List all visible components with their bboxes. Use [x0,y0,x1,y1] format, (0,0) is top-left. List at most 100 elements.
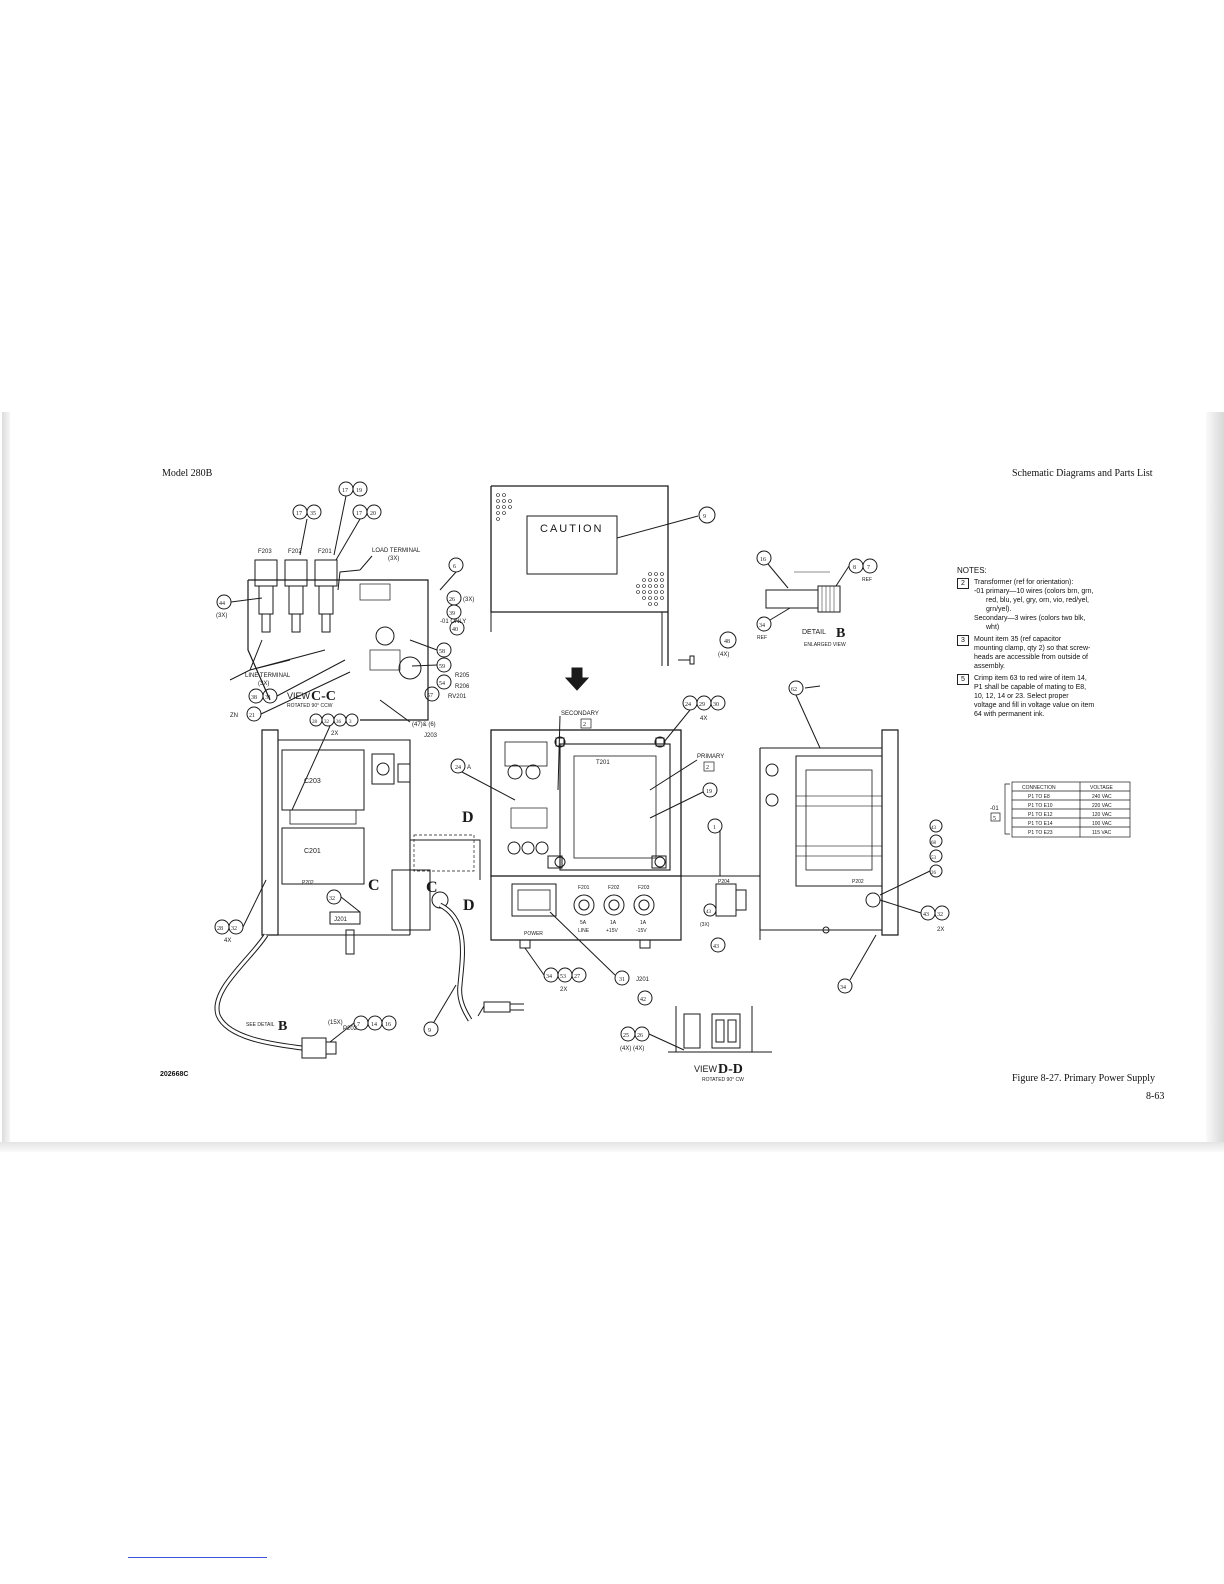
view-dd: 25 26 (4X) (4X) VIEW D-D ROTATED 90° CW [620,1006,772,1083]
note-line: 10, 12, 14 or 23. Select proper [974,693,1069,700]
svg-text:F201: F201 [578,885,590,891]
svg-text:19: 19 [706,789,712,795]
svg-text:32: 32 [231,926,237,932]
svg-text:B: B [836,626,845,641]
svg-text:C-C: C-C [311,689,336,704]
svg-text:14: 14 [371,1022,377,1028]
table-cell: P1 TO E23 [1028,830,1053,836]
svg-text:28: 28 [312,720,318,725]
svg-text:(4X): (4X) [718,652,729,658]
svg-text:24: 24 [455,765,461,771]
svg-text:2: 2 [706,765,709,771]
note-line: mounting clamp, qty 2) so that screw- [974,645,1091,652]
svg-text:C: C [426,879,438,896]
assembly-arrow [564,667,590,691]
transformer-chassis: T201 F201 F202 F203 5A 1A 1A LINE +15V -… [450,695,726,1006]
svg-text:P202: P202 [343,1026,358,1032]
svg-text:25: 25 [623,1033,629,1039]
svg-text:VIEW: VIEW [694,1064,718,1074]
svg-text:8: 8 [853,565,856,571]
table-side-label: -01 [990,806,999,812]
table-cell: P1 TO E10 [1028,803,1053,809]
svg-text:1: 1 [713,825,716,831]
svg-text:LOAD TERMINAL: LOAD TERMINAL [372,548,421,554]
note-line: Transformer (ref for orientation): [974,579,1074,586]
svg-text:35: 35 [310,511,316,517]
sheet-right-edge [1206,412,1224,1152]
footer-link-rule [128,1557,267,1558]
svg-text:7: 7 [867,565,870,571]
svg-text:17: 17 [342,488,348,494]
svg-text:J201: J201 [636,977,650,983]
table-cell: P1 TO E14 [1028,821,1053,827]
svg-text:31: 31 [619,977,625,983]
svg-text:9: 9 [428,1028,431,1034]
svg-text:DETAIL: DETAIL [802,629,826,636]
table-header-voltage: VOLTAGE [1090,785,1114,791]
svg-text:J201: J201 [334,917,348,923]
header-model: Model 280B [162,468,213,479]
svg-text:(15X): (15X) [328,1020,343,1026]
transformer-side-view: P202 62 43 68 53 26 43 32 2X 34 [759,680,950,994]
svg-text:D-D: D-D [718,1062,743,1077]
note-number: 3 [957,635,969,646]
svg-text:40: 40 [452,627,458,633]
svg-text:5A: 5A [580,920,587,926]
figure-caption: Figure 8-27. Primary Power Supply [1012,1073,1156,1084]
notes-title: NOTES: [957,566,987,575]
svg-text:1A: 1A [610,920,617,926]
svg-text:ROTATED 90° CCW: ROTATED 90° CCW [287,703,333,709]
note-item: 3 Mount item 35 (ref capacitor mounting … [957,635,1127,671]
svg-text:5: 5 [993,816,996,822]
table-cell: P1 TO E12 [1028,812,1053,818]
svg-text:SEE DETAIL: SEE DETAIL [246,1022,275,1028]
svg-text:F203: F203 [638,885,650,891]
svg-text:F202: F202 [608,885,620,891]
sheet-left-edge [2,412,10,1148]
svg-text:3: 3 [349,720,352,725]
svg-text:ZN: ZN [230,713,238,719]
balloon [698,506,716,524]
note-line: grn/yel). [986,606,1012,613]
svg-text:POWER: POWER [524,931,543,937]
svg-text:SECONDARY: SECONDARY [561,711,599,717]
svg-text:PRIMARY: PRIMARY [697,754,724,760]
svg-text:ENLARGED VIEW: ENLARGED VIEW [804,642,846,648]
note-line: assembly. [974,663,1005,670]
svg-text:38: 38 [251,695,257,701]
connector-p204: P204 43 (3X) 43 [681,830,761,953]
svg-text:43: 43 [923,912,929,918]
svg-text:26: 26 [637,1033,643,1039]
svg-text:-15V: -15V [636,928,647,934]
header-section-title: Schematic Diagrams and Parts List [1012,468,1153,479]
drawing-sheet [0,412,1224,1148]
svg-text:48: 48 [724,639,730,645]
svg-text:REF: REF [862,577,872,583]
svg-text:(3X): (3X) [700,922,710,928]
svg-text:17: 17 [356,511,362,517]
svg-text:21: 21 [249,713,255,719]
svg-text:4X: 4X [700,716,707,722]
vent-holes [496,493,664,606]
svg-text:P204: P204 [718,879,730,885]
svg-text:ROTATED 90° CW: ROTATED 90° CW [702,1077,744,1083]
svg-text:16: 16 [385,1022,391,1028]
svg-text:34: 34 [759,623,765,629]
note-line: Crimp item 63 to red wire of item 14, [974,675,1087,682]
svg-text:57: 57 [427,693,433,699]
svg-text:17: 17 [296,511,302,517]
svg-text:44: 44 [219,601,225,607]
svg-text:7: 7 [357,1022,360,1028]
svg-text:R206: R206 [455,684,470,690]
svg-text:A: A [467,765,471,771]
svg-text:34: 34 [840,985,846,991]
svg-text:59: 59 [439,664,445,670]
table-cell: P1 TO E8 [1028,794,1050,800]
svg-text:26: 26 [931,871,937,876]
svg-text:39: 39 [449,611,455,617]
svg-text:32: 32 [324,720,330,725]
svg-text:32: 32 [329,896,335,902]
svg-text:32: 32 [937,912,943,918]
balloons-side: 62 43 68 53 26 43 32 2X 34 [788,680,950,994]
